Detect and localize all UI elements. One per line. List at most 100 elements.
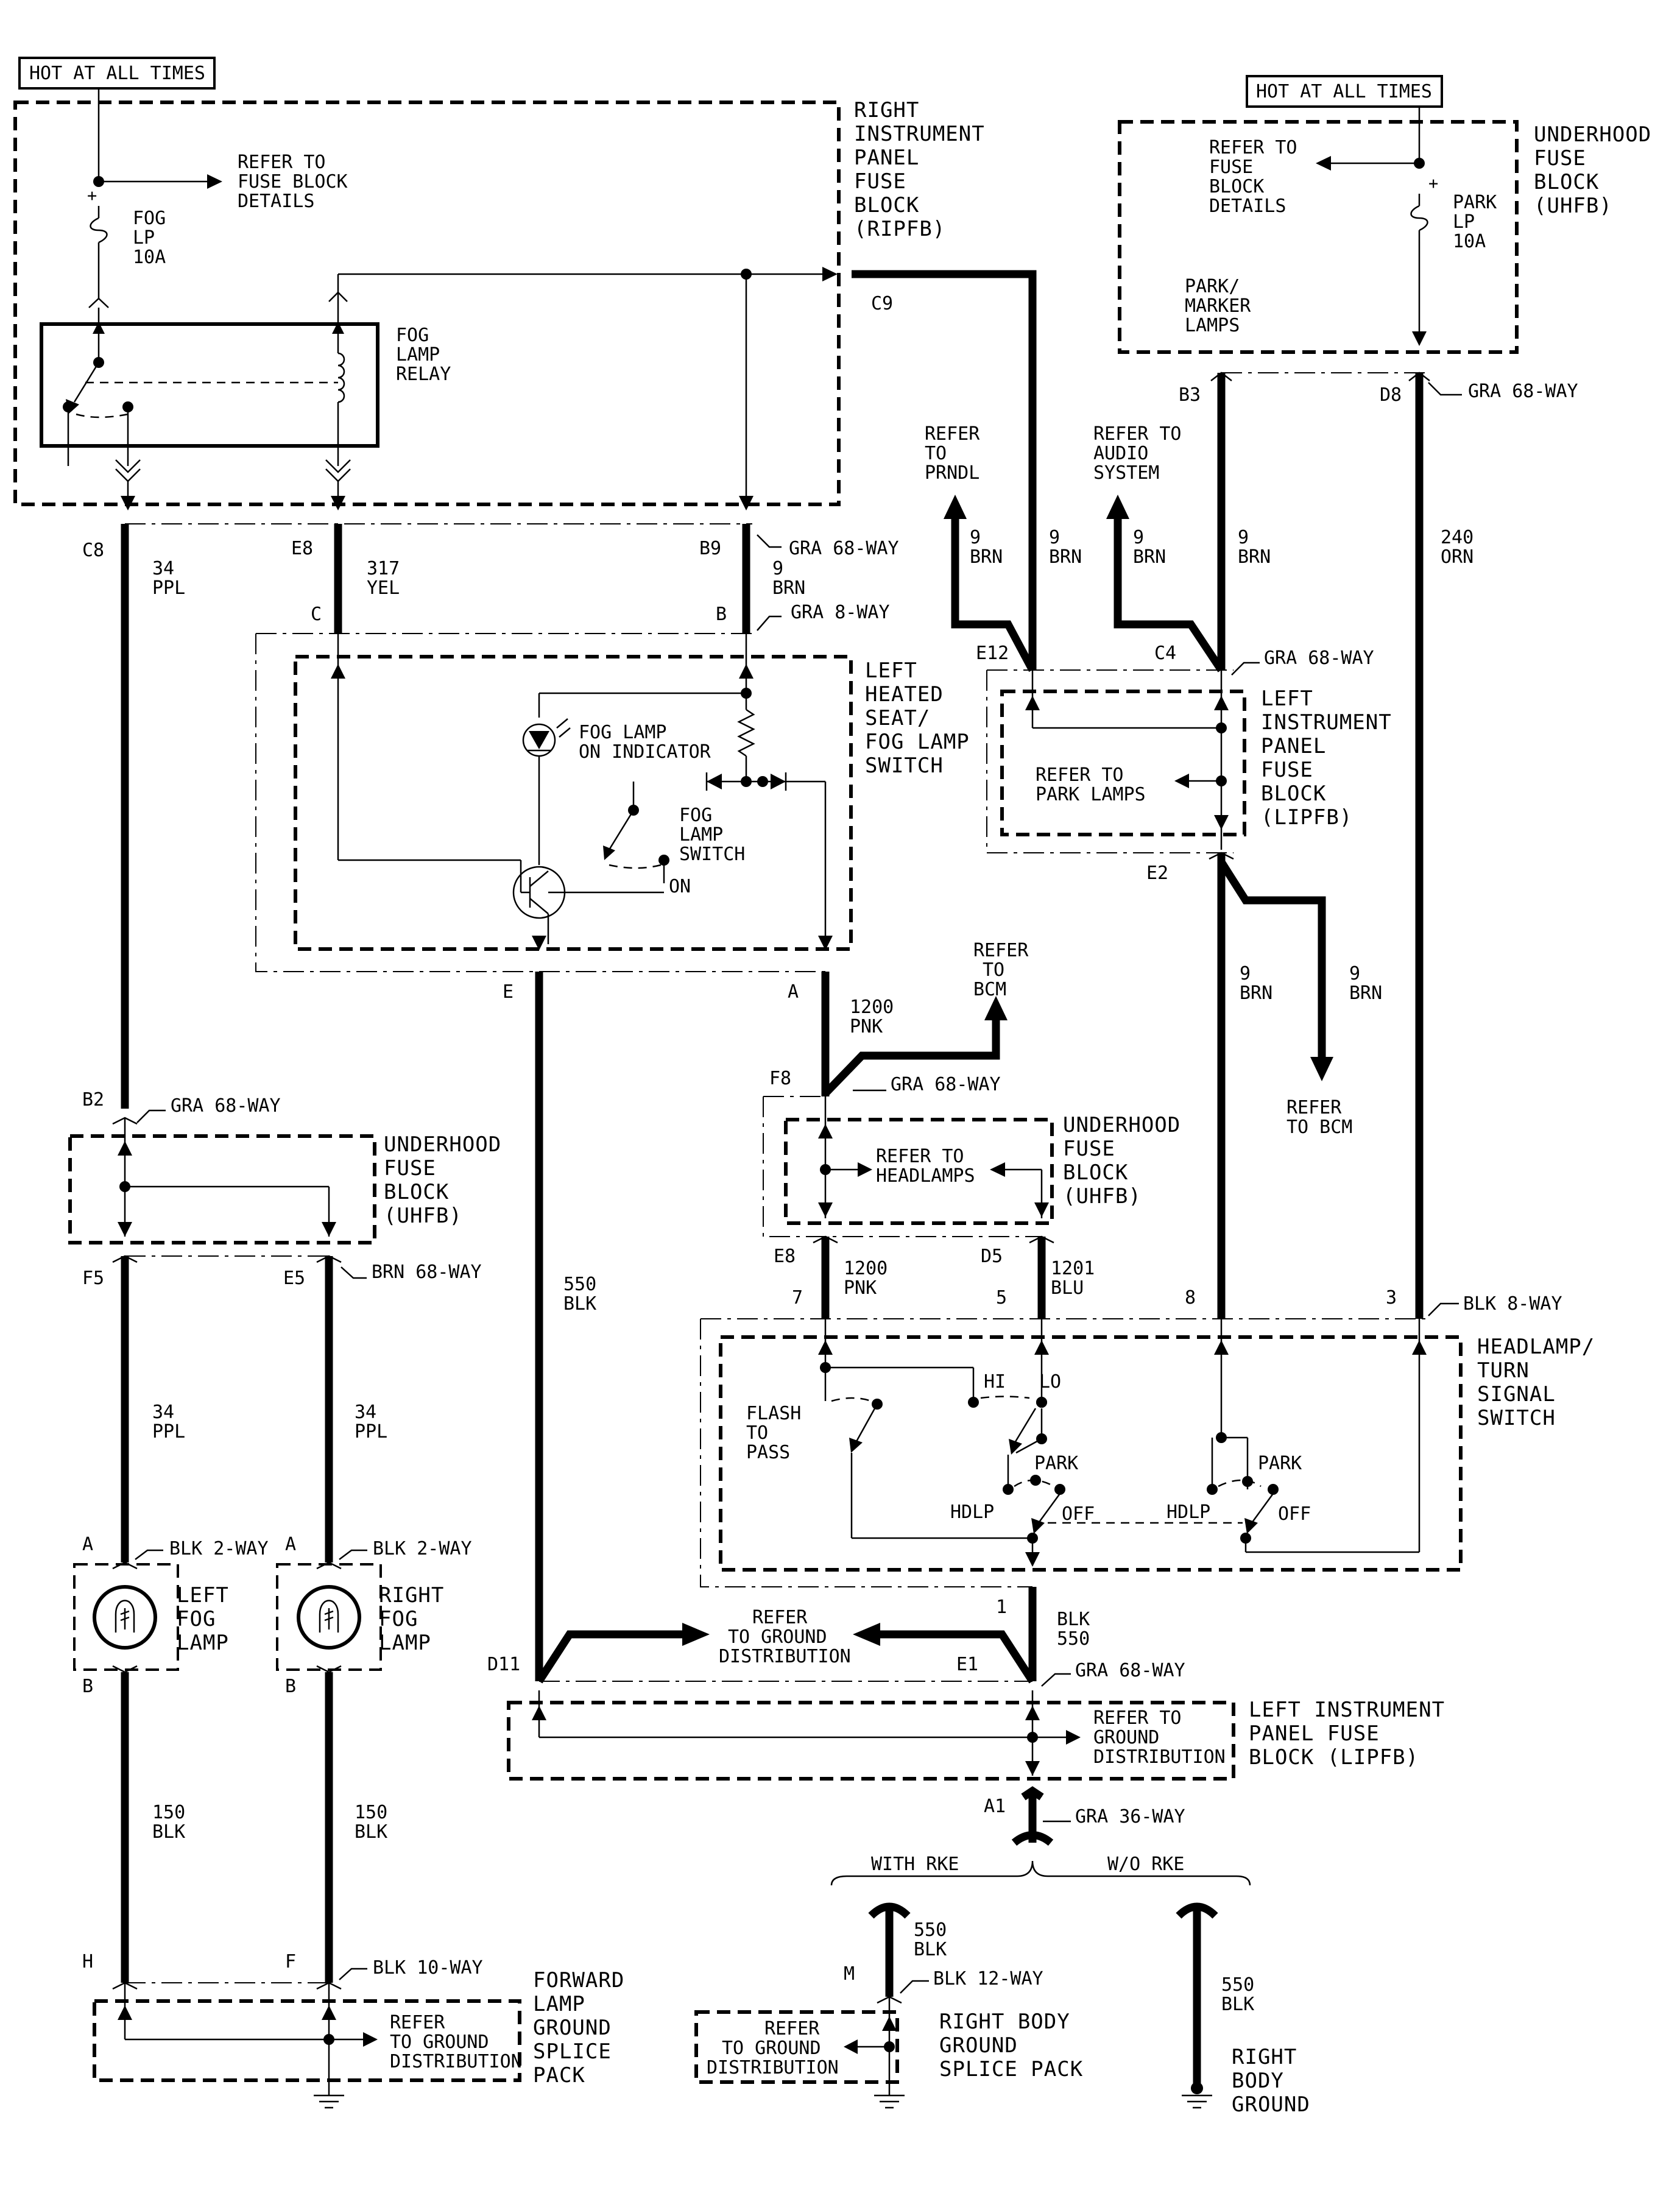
left-fog-lamp-icon — [93, 1585, 157, 1650]
svg-text:E8: E8 — [774, 1246, 796, 1267]
svg-text:PARK: PARK — [1034, 1453, 1078, 1474]
svg-text:8: 8 — [1185, 1287, 1196, 1308]
svg-text:A: A — [788, 981, 799, 1003]
svg-text:BLK 2-WAY: BLK 2-WAY — [169, 1538, 269, 1559]
svg-text:BRN 68-WAY: BRN 68-WAY — [372, 1262, 482, 1283]
svg-text:A1: A1 — [984, 1796, 1006, 1817]
svg-text:E1: E1 — [956, 1654, 978, 1675]
svg-text:B2: B2 — [82, 1089, 104, 1110]
svg-text:ON: ON — [669, 876, 691, 897]
svg-text:B3: B3 — [1179, 384, 1201, 406]
svg-text:D11: D11 — [487, 1654, 520, 1675]
svg-text:F: F — [285, 1951, 296, 1972]
uhfb-left-box — [68, 1134, 376, 1244]
ground-icon-splice — [874, 2094, 905, 2109]
fog-lamp-switch-box — [294, 655, 853, 951]
svg-text:1: 1 — [996, 1597, 1007, 1618]
svg-text:BLK 10-WAY: BLK 10-WAY — [373, 1957, 483, 1979]
right-fog-lamp-icon — [297, 1585, 361, 1650]
uhfb-mid-box — [784, 1118, 1054, 1225]
lipfb-ground-box — [507, 1701, 1235, 1781]
svg-text:GRA 36-WAY: GRA 36-WAY — [1075, 1806, 1185, 1827]
svg-text:GRA 68-WAY: GRA 68-WAY — [1468, 381, 1578, 402]
right-body-splice-box — [694, 2010, 899, 2084]
svg-text:W/O RKE: W/O RKE — [1107, 1854, 1184, 1875]
svg-text:HDLP: HDLP — [1166, 1502, 1210, 1523]
svg-text:+: + — [1428, 174, 1438, 193]
ripfb-box — [13, 101, 841, 506]
svg-text:E8: E8 — [291, 538, 313, 559]
svg-text:A: A — [82, 1534, 93, 1555]
svg-text:M: M — [844, 1963, 855, 1985]
svg-text:LO: LO — [1039, 1371, 1061, 1393]
svg-text:A: A — [285, 1534, 296, 1555]
ground-icon-right-body — [1182, 2094, 1212, 2109]
svg-text:C: C — [311, 604, 322, 625]
svg-text:F8: F8 — [769, 1068, 791, 1089]
svg-text:C4: C4 — [1154, 643, 1176, 664]
svg-text:B: B — [82, 1676, 93, 1697]
svg-text:E5: E5 — [283, 1268, 305, 1289]
svg-text:E: E — [503, 981, 514, 1003]
svg-text:3: 3 — [1386, 1287, 1397, 1308]
svg-text:HDLP: HDLP — [950, 1502, 994, 1523]
svg-text:B9: B9 — [699, 538, 721, 559]
svg-text:OFF: OFF — [1062, 1503, 1095, 1525]
svg-text:HOT AT ALL TIMES: HOT AT ALL TIMES — [29, 63, 205, 84]
svg-text:H: H — [82, 1951, 93, 1972]
svg-text:C8: C8 — [82, 540, 104, 561]
svg-text:HOT AT ALL TIMES: HOT AT ALL TIMES — [1256, 81, 1432, 102]
svg-text:BLK 12-WAY: BLK 12-WAY — [933, 1968, 1043, 1989]
svg-text:D8: D8 — [1380, 384, 1402, 406]
svg-text:GRA 68-WAY: GRA 68-WAY — [891, 1074, 1001, 1095]
svg-text:PARK: PARK — [1258, 1453, 1302, 1474]
headlamp-switch-box — [719, 1335, 1463, 1572]
svg-text:7: 7 — [792, 1287, 803, 1308]
svg-text:+: + — [87, 186, 97, 205]
fog-lp-fuse — [90, 205, 108, 256]
svg-text:B: B — [716, 604, 727, 625]
fog-lamp-relay — [40, 322, 379, 448]
svg-text:BLK 8-WAY: BLK 8-WAY — [1463, 1293, 1562, 1315]
hot-at-all-times-tag-left: HOT AT ALL TIMES — [18, 57, 216, 90]
hot-at-all-times-tag-right: HOT AT ALL TIMES — [1246, 75, 1443, 108]
